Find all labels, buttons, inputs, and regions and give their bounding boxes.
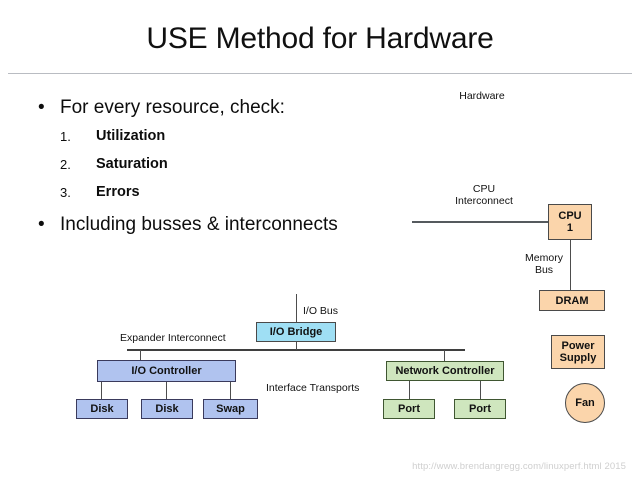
node-dram[interactable]: DRAM xyxy=(539,290,605,311)
list-number: 1. xyxy=(60,129,71,144)
node-swap[interactable]: Swap xyxy=(203,399,258,419)
line-io-bus xyxy=(296,294,297,322)
line-bus-to-io-controller xyxy=(140,350,141,360)
numbered-item-utilization: 1. Utilization xyxy=(34,126,434,147)
numbered-item-errors: 3. Errors xyxy=(34,182,434,203)
numbered-item-saturation: 2. Saturation xyxy=(34,154,434,175)
label-memory-bus: Memory Bus xyxy=(525,252,563,276)
node-port-1[interactable]: Port xyxy=(383,399,435,419)
line-controller-to-disk-2 xyxy=(166,382,167,400)
list-number: 2. xyxy=(60,157,71,172)
diagram-heading-hardware: Hardware xyxy=(459,90,505,102)
line-controller-to-disk-1 xyxy=(101,382,102,400)
bullet-dot-icon: • xyxy=(38,97,45,118)
node-network-controller[interactable]: Network Controller xyxy=(386,361,504,381)
node-io-controller[interactable]: I/O Controller xyxy=(97,360,236,382)
footer-url: http://www.brendangregg.com/linuxperf.ht… xyxy=(412,461,626,472)
list-item-label: Errors xyxy=(96,184,140,200)
node-disk-2[interactable]: Disk xyxy=(141,399,193,419)
node-port-2[interactable]: Port xyxy=(454,399,506,419)
bullet-text: For every resource, check: xyxy=(60,97,285,118)
page-title: USE Method for Hardware xyxy=(146,22,494,55)
line-bus-to-network-controller xyxy=(444,350,445,361)
label-interface-transports: Interface Transports xyxy=(266,382,360,394)
label-cpu-interconnect: CPU Interconnect xyxy=(455,183,513,207)
line-network-to-port-2 xyxy=(480,381,481,399)
bullet-dot-icon: • xyxy=(38,214,45,235)
line-controller-to-swap xyxy=(230,382,231,400)
label-expander-interconnect: Expander Interconnect xyxy=(120,332,226,344)
list-number: 3. xyxy=(60,185,71,200)
list-item-label: Utilization xyxy=(96,128,166,144)
label-io-bus: I/O Bus xyxy=(303,305,339,317)
bullet-for-every-resource: • For every resource, check: xyxy=(34,96,434,120)
line-network-to-port-1 xyxy=(409,381,410,399)
bullet-including-busses: • Including busses & interconnects xyxy=(34,213,454,243)
bullet-text: Including busses & interconnects xyxy=(60,214,338,235)
line-cpu-interconnect xyxy=(412,221,549,223)
node-disk-1[interactable]: Disk xyxy=(76,399,128,419)
bullet-row: • Including busses & interconnects xyxy=(34,213,454,237)
title-divider xyxy=(8,73,632,74)
line-memory-bus xyxy=(570,240,571,290)
list-item-label: Saturation xyxy=(96,156,168,172)
bullet-list: • For every resource, check: 1. Utilizat… xyxy=(34,96,434,210)
node-cpu-1[interactable]: CPU 1 xyxy=(548,204,592,240)
node-io-bridge[interactable]: I/O Bridge xyxy=(256,322,336,342)
node-fan[interactable]: Fan xyxy=(565,383,605,423)
line-io-bridge-to-bus xyxy=(296,342,297,350)
line-expander-interconnect xyxy=(127,349,465,351)
node-power-supply[interactable]: Power Supply xyxy=(551,335,605,369)
